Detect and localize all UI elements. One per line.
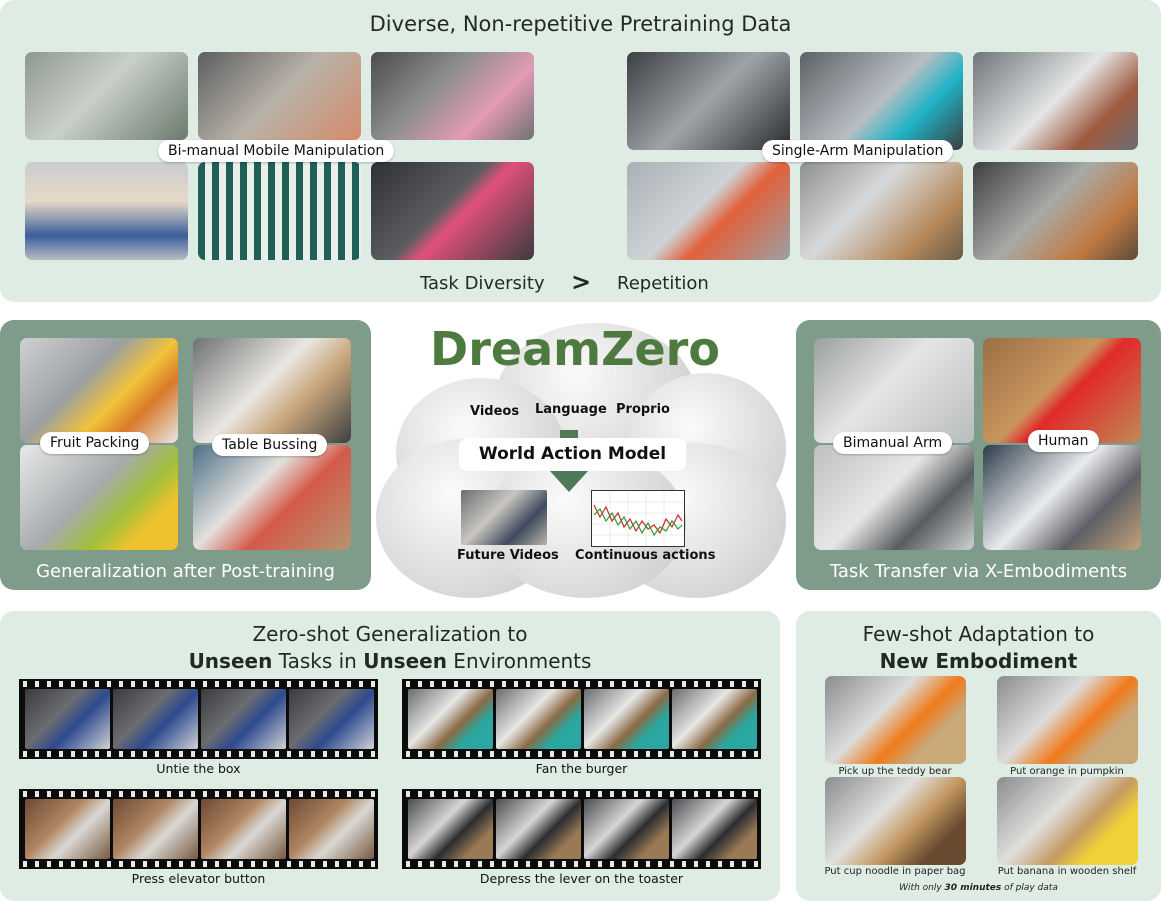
- x-embodiment-panel: Bimanual Arm Human Task Transfer via X-E…: [796, 320, 1161, 590]
- filmstrip-fan-burger: [402, 679, 761, 759]
- zero-shot-bold-unseen-2: Unseen: [363, 649, 447, 673]
- post-training-panel: Fruit Packing Table Bussing Generalizati…: [0, 320, 371, 590]
- photo-kitchen-1: [627, 52, 790, 150]
- zero-shot-title-line2: Unseen Tasks in Unseen Environments: [0, 649, 780, 673]
- pretraining-panel: Diverse, Non-repetitive Pretraining Data…: [0, 0, 1161, 302]
- task-label-toaster: Depress the lever on the toaster: [479, 871, 684, 886]
- photo-bimanual-top: [814, 338, 974, 443]
- input-language: Language: [535, 402, 607, 417]
- diversity-text: Task Diversity: [420, 273, 545, 294]
- photo-cup-noodle: [825, 777, 966, 865]
- photo-human-top: [983, 338, 1141, 443]
- repetition-text: Repetition: [617, 273, 709, 294]
- future-video-thumbnail: [461, 490, 547, 545]
- task-label-fan-burger: Fan the burger: [535, 761, 628, 776]
- zero-shot-title-line1: Zero-shot Generalization to: [252, 622, 528, 646]
- photo-kitchen-counter: [973, 162, 1138, 260]
- actions-chart-icon: [591, 490, 685, 547]
- label-bimanual-mobile: Bi-manual Mobile Manipulation: [158, 140, 395, 162]
- zero-shot-panel: Zero-shot Generalization to Unseen Tasks…: [0, 611, 780, 901]
- photo-wooden-table: [800, 162, 963, 260]
- photo-fruit-packing: [20, 445, 178, 550]
- pretraining-title: Diverse, Non-repetitive Pretraining Data: [369, 12, 792, 36]
- output-future-videos: Future Videos: [457, 548, 559, 563]
- zero-shot-bold-unseen-1: Unseen: [188, 649, 273, 673]
- filmstrip-untie-box: [19, 679, 378, 759]
- world-action-model-label: World Action Model: [478, 444, 667, 464]
- world-action-model-box: World Action Model: [459, 438, 686, 471]
- photo-dumbbells: [371, 52, 534, 140]
- note-post: of play data: [1001, 883, 1058, 893]
- photo-table-dishes: [193, 338, 351, 443]
- label-human: Human: [1028, 430, 1099, 452]
- photo-table-bussing: [193, 445, 351, 550]
- label-single-arm: Single-Arm Manipulation: [762, 140, 954, 162]
- photo-bimanual-bottom: [814, 445, 974, 550]
- photo-shirt-folding: [198, 162, 361, 260]
- note-pre: With only: [899, 883, 945, 893]
- photo-orange-pumpkin: [997, 676, 1138, 764]
- task-label-orange-pumpkin: Put orange in pumpkin: [1010, 766, 1124, 777]
- note-bold: 30 minutes: [944, 883, 1002, 893]
- photo-kitchen-3: [973, 52, 1138, 150]
- photo-teddy-bear: [825, 676, 966, 764]
- task-label-untie-box: Untie the box: [156, 761, 241, 776]
- few-shot-note: With only 30 minutes of play data: [796, 883, 1161, 893]
- filmstrip-toaster: [402, 789, 761, 869]
- greater-than-symbol: >: [571, 268, 592, 296]
- output-continuous-actions: Continuous actions: [575, 548, 716, 563]
- input-proprio: Proprio: [616, 402, 670, 417]
- few-shot-panel: Few-shot Adaptation to New Embodiment Pi…: [796, 611, 1161, 901]
- input-videos: Videos: [470, 404, 520, 419]
- photo-fruit-box: [20, 338, 178, 443]
- photo-desk-laptop: [198, 52, 361, 140]
- filmstrip-elevator: [19, 789, 378, 869]
- post-training-caption: Generalization after Post-training: [36, 561, 335, 582]
- photo-table-tools: [627, 162, 790, 260]
- task-label-elevator: Press elevator button: [131, 871, 266, 886]
- task-label-banana-shelf: Put banana in wooden shelf: [997, 866, 1137, 877]
- few-shot-title-line2: New Embodiment: [879, 649, 1078, 673]
- label-fruit-packing: Fruit Packing: [40, 432, 150, 454]
- zero-shot-tail-text: Environments: [446, 649, 592, 673]
- few-shot-title-line1: Few-shot Adaptation to: [862, 622, 1095, 646]
- photo-banana-shelf: [997, 777, 1138, 865]
- photo-human-bottom: [983, 445, 1141, 550]
- label-bimanual-arm: Bimanual Arm: [833, 432, 953, 454]
- photo-kitchen-2: [800, 52, 963, 150]
- label-table-bussing: Table Bussing: [212, 434, 328, 456]
- zero-shot-mid-text: Tasks in: [272, 649, 364, 673]
- photo-desk-lamp: [371, 162, 534, 260]
- photo-store-shelf: [25, 162, 188, 260]
- task-label-cup-noodle: Put cup noodle in paper bag: [824, 866, 966, 877]
- task-label-teddy-bear: Pick up the teddy bear: [838, 766, 952, 777]
- photo-kitchen-sink: [25, 52, 188, 140]
- x-embodiment-caption: Task Transfer via X-Embodiments: [829, 561, 1128, 582]
- dreamzero-title: DreamZero: [430, 322, 720, 376]
